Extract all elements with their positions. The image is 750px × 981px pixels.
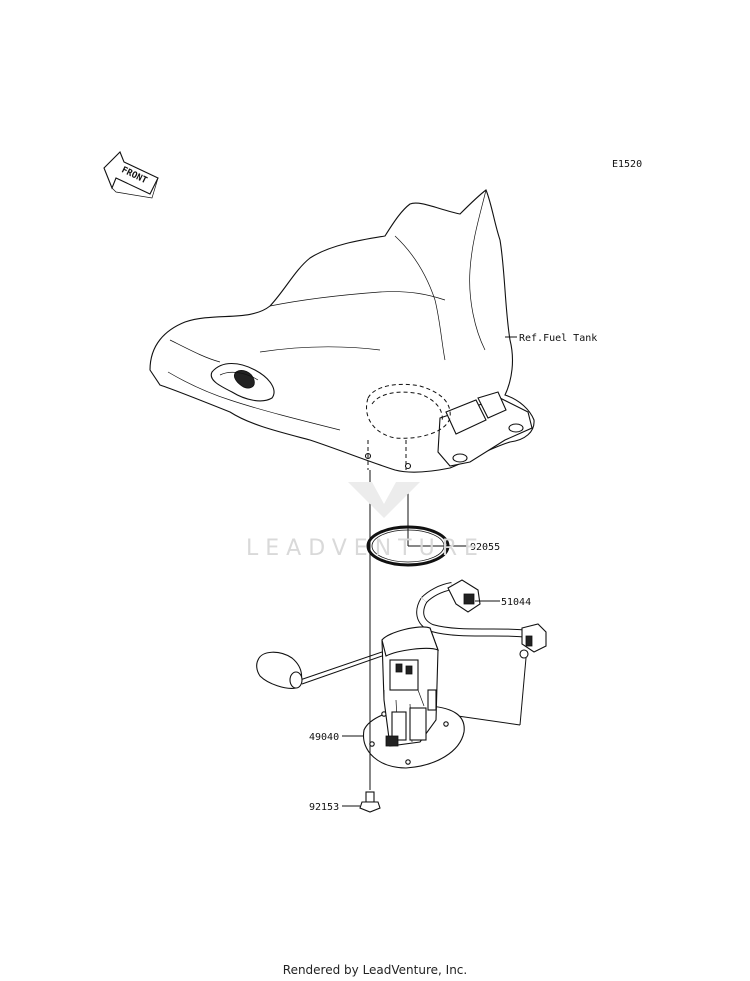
leadventure-watermark: LEADVENTURE: [246, 482, 485, 561]
diagram-code: E1520: [612, 159, 642, 170]
callout-49040: 49040: [309, 732, 339, 743]
front-arrow-icon: FRONT: [103, 151, 159, 199]
fuel-tank-outline: [149, 189, 535, 473]
callout-92055: 92055: [470, 542, 500, 553]
callout-92153: 92153: [309, 802, 339, 813]
fuel-hose: [416, 579, 547, 659]
footer-credit: Rendered by LeadVenture, Inc.: [282, 963, 468, 977]
bolt: [359, 791, 381, 813]
watermark-text: LEADVENTURE: [246, 536, 485, 561]
fuel-pump-assembly: [256, 626, 465, 769]
callout-51044: 51044: [501, 597, 531, 608]
callout-ref-fuel-tank: Ref.Fuel Tank: [519, 333, 597, 344]
